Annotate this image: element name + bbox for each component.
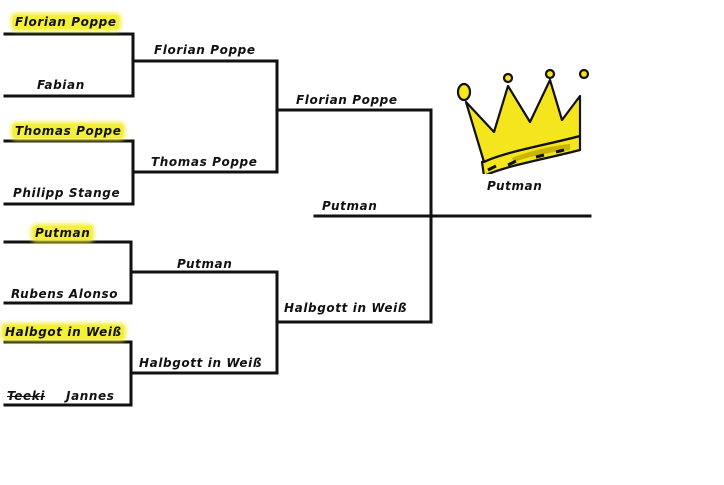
round1-player-7: Halbgot in Weiß bbox=[3, 325, 124, 339]
round1-player-4: Philipp Stange bbox=[13, 186, 121, 200]
semifinal-top: Florian Poppe bbox=[296, 93, 398, 107]
round1-player-5: Putman bbox=[33, 226, 93, 240]
champion-name: Putman bbox=[487, 179, 543, 193]
round1-player-1: Florian Poppe bbox=[13, 15, 119, 29]
round1-player-8-crossed: Teeki bbox=[7, 389, 46, 403]
crown-icon bbox=[456, 68, 590, 174]
round1-player-3: Thomas Poppe bbox=[13, 124, 124, 138]
round1-player-8: Jannes bbox=[66, 389, 115, 403]
round1-player-6: Rubens Alonso bbox=[11, 287, 119, 301]
round2-winner-4: Halbgott in Weiß bbox=[139, 356, 263, 370]
round2-winner-1: Florian Poppe bbox=[154, 43, 256, 57]
round1-player-2: Fabian bbox=[37, 78, 85, 92]
round2-winner-2: Thomas Poppe bbox=[151, 155, 258, 169]
semifinal-bottom: Halbgott in Weiß bbox=[284, 301, 408, 315]
round2-winner-3: Putman bbox=[177, 257, 233, 271]
bracket-line-r1-match1 bbox=[3, 32, 135, 98]
final-finalist: Putman bbox=[322, 199, 378, 213]
